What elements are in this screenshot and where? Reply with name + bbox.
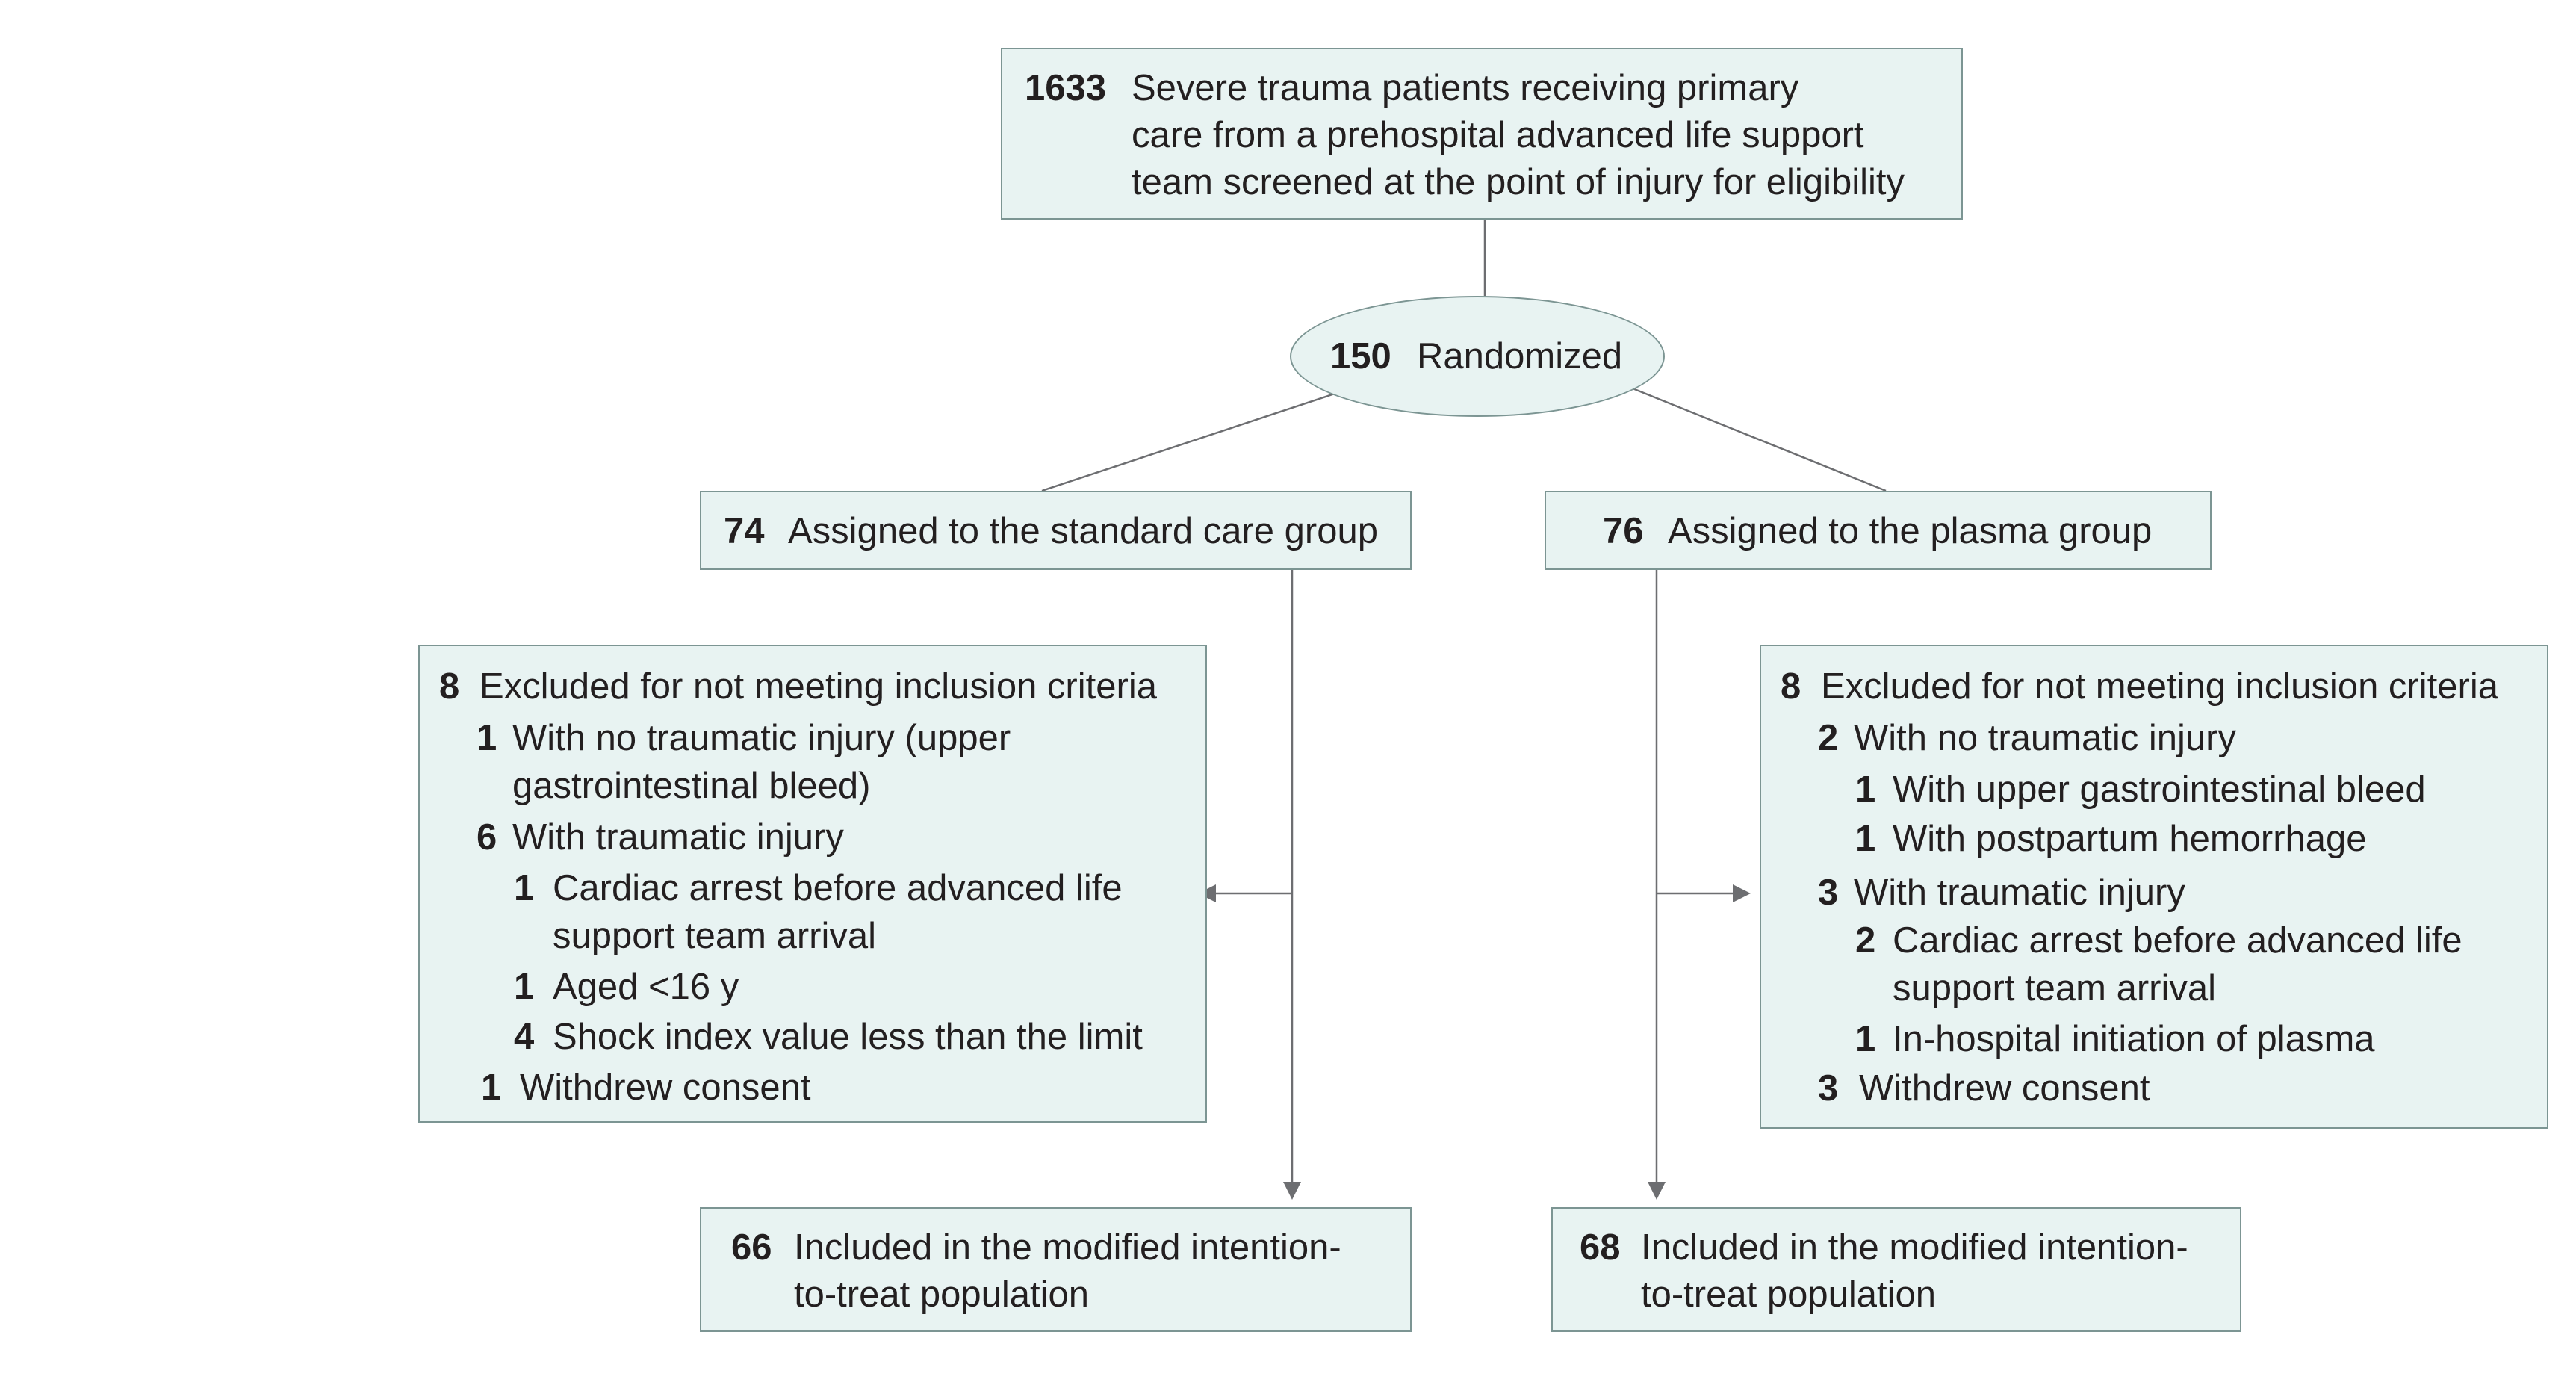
standard-excluded-count: 8 — [439, 666, 460, 707]
plasma-no-injury-item-2-count: 1 — [1855, 819, 1876, 859]
plasma-excluded-count: 8 — [1781, 666, 1801, 707]
plasma-assigned-count: 76 — [1603, 511, 1644, 551]
plasma-no-injury-item-1-label: With upper gastrointestinal bleed — [1893, 769, 2426, 810]
plasma-injury-item-1-line-1: Cardiac arrest before advanced life — [1893, 920, 2462, 961]
standard-injury-item-1-line-1: Cardiac arrest before advanced life — [553, 868, 1123, 908]
randomized-count: 150 — [1330, 336, 1391, 377]
plasma-injury-count: 3 — [1818, 873, 1839, 913]
randomized-ellipse: 150 Randomized — [1290, 296, 1665, 417]
screening-line-2: care from a prehospital advanced life su… — [1132, 115, 1864, 155]
plasma-included-line-2: to-treat population — [1641, 1274, 1936, 1315]
standard-withdrew-count: 1 — [481, 1068, 502, 1108]
plasma-injury-item-2-line-1: In-hospital initiation of plasma — [1893, 1019, 2375, 1059]
standard-injury-item-3-count: 4 — [514, 1017, 535, 1057]
standard-injury-item-2-count: 1 — [514, 967, 535, 1007]
plasma-injury-item-1-count: 2 — [1855, 920, 1876, 961]
plasma-no-injury-count: 2 — [1818, 718, 1839, 758]
standard-excluded-box: 8 Excluded for not meeting inclusion cri… — [418, 645, 1207, 1123]
standard-assigned-count: 74 — [724, 511, 765, 551]
standard-withdrew-label: Withdrew consent — [520, 1068, 811, 1108]
standard-exclusion-arrowhead — [1198, 884, 1216, 902]
standard-flow-arrowhead — [1283, 1182, 1301, 1200]
screening-box: 1633 Severe trauma patients receiving pr… — [1001, 48, 1963, 220]
standard-no-injury-count: 1 — [477, 718, 497, 758]
plasma-included-count: 68 — [1580, 1227, 1621, 1268]
screening-line-3: team screened at the point of injury for… — [1132, 162, 1905, 202]
plasma-injury-label: With traumatic injury — [1854, 873, 2185, 913]
screening-line-1: Severe trauma patients receiving primary — [1132, 68, 1799, 108]
standard-injury-item-3-line-1: Shock index value less than the limit — [553, 1017, 1143, 1057]
standard-included-count: 66 — [731, 1227, 772, 1268]
plasma-no-injury-item-2-label: With postpartum hemorrhage — [1893, 819, 2367, 859]
standard-assigned-label: Assigned to the standard care group — [788, 511, 1378, 551]
screening-count: 1633 — [1025, 68, 1107, 108]
standard-excluded-label: Excluded for not meeting inclusion crite… — [479, 666, 1157, 707]
standard-included-line-1: Included in the modified intention- — [794, 1227, 1341, 1268]
plasma-injury-item-2-count: 1 — [1855, 1019, 1876, 1059]
plasma-exclusion-arrowhead — [1733, 884, 1751, 902]
randomized-to-standard-line — [1041, 391, 1338, 492]
standard-included-box: 66 Included in the modified intention- t… — [700, 1207, 1412, 1332]
randomized-to-plasma-line — [1632, 387, 1887, 492]
plasma-assigned-box: 76 Assigned to the plasma group — [1545, 491, 2212, 570]
plasma-no-injury-label: With no traumatic injury — [1854, 718, 2236, 758]
standard-injury-item-2-line-1: Aged <16 y — [553, 967, 739, 1007]
plasma-included-box: 68 Included in the modified intention- t… — [1551, 1207, 2241, 1332]
plasma-assigned-label: Assigned to the plasma group — [1668, 511, 2153, 551]
standard-included-line-2: to-treat population — [794, 1274, 1089, 1315]
plasma-withdrew-label: Withdrew consent — [1859, 1068, 2150, 1109]
plasma-excluded-label: Excluded for not meeting inclusion crite… — [1821, 666, 2498, 707]
standard-injury-label: With traumatic injury — [512, 817, 844, 858]
plasma-included-line-1: Included in the modified intention- — [1641, 1227, 2188, 1268]
plasma-flow-arrowhead — [1648, 1182, 1666, 1200]
plasma-excluded-box: 8 Excluded for not meeting inclusion cri… — [1760, 645, 2548, 1129]
standard-injury-item-1-count: 1 — [514, 868, 535, 908]
randomized-label: Randomized — [1417, 336, 1623, 377]
standard-assigned-box: 74 Assigned to the standard care group — [700, 491, 1412, 570]
standard-no-injury-line-2: gastrointestinal bleed) — [512, 766, 871, 806]
plasma-no-injury-item-1-count: 1 — [1855, 769, 1876, 810]
standard-injury-item-1-line-2: support team arrival — [553, 916, 877, 956]
standard-injury-count: 6 — [477, 817, 497, 858]
plasma-injury-item-1-line-2: support team arrival — [1893, 968, 2217, 1008]
standard-no-injury-line-1: With no traumatic injury (upper — [512, 718, 1011, 758]
plasma-withdrew-count: 3 — [1818, 1068, 1839, 1109]
